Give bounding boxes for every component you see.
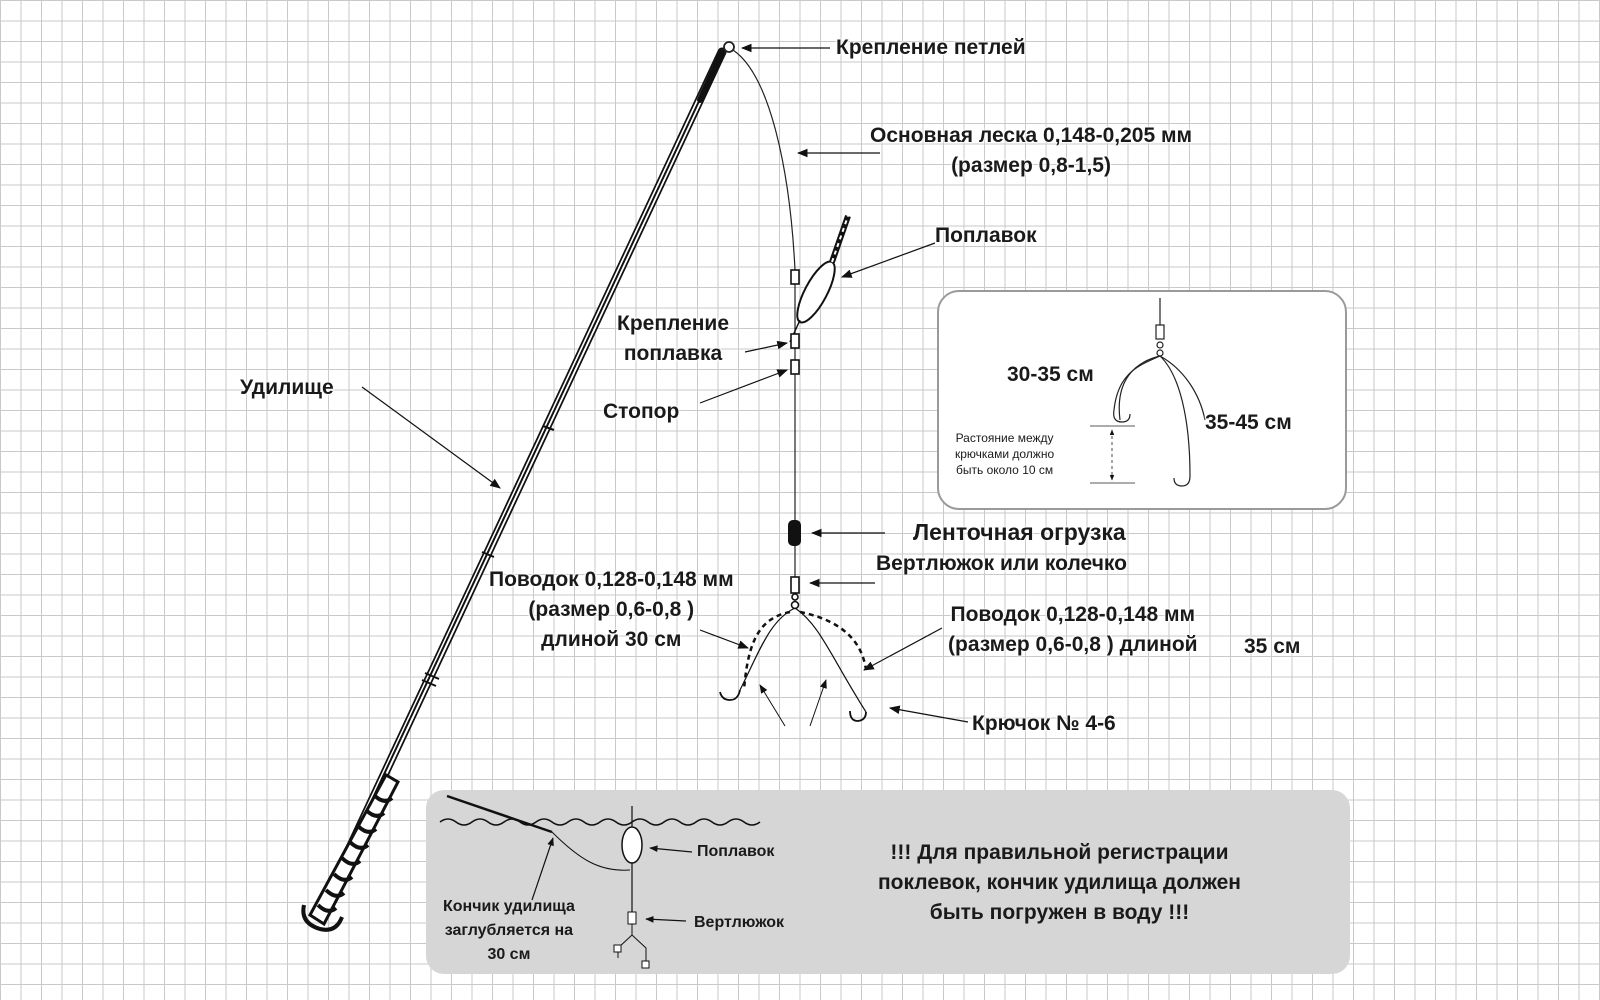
tip-submersion-notice: !!! Для правильной регистрации поклевок,…: [878, 838, 1241, 928]
hook-spacing-inset: [937, 290, 1347, 510]
float-attachment-label-line2: поплавка: [623, 342, 723, 365]
float-attachment-label-line1: Крепление: [617, 312, 730, 335]
swivel: [790, 576, 800, 610]
main-line-label-line2: (размер 0,8-1,5): [951, 154, 1111, 177]
swivel-label: Вертлюжок или колечко: [876, 552, 1127, 575]
hook-distance-note-line2: крючками должно: [955, 447, 1055, 461]
right-leader-label: Поводок 0,128-0,148 мм (размер 0,6-0,8 )…: [948, 600, 1198, 660]
float: [789, 215, 851, 343]
attachment-tubes: [790, 269, 800, 375]
left-hook-length-label: 30-35 см: [1007, 363, 1094, 386]
tape-weight: [788, 520, 801, 546]
tip-depth-label-line2: заглубляется на: [444, 922, 574, 939]
left-leader-label-line1: Поводок 0,128-0,148 мм: [489, 568, 734, 591]
right-leader-length-label: 35 см: [1244, 635, 1301, 658]
hook-distance-note-line3: быть около 10 см: [956, 463, 1054, 477]
tip-submersion-notice-line1: !!! Для правильной регистрации: [890, 841, 1229, 864]
fishing-rod: [301, 47, 727, 932]
left-leader-label-line3: длиной 30 см: [541, 628, 682, 651]
inset-swivel-label: Вертлюжок: [694, 914, 784, 931]
float-attachment-label: Крепление поплавка: [617, 309, 729, 369]
right-leader-label-line2: (размер 0,6-0,8 ) длиной: [948, 633, 1198, 656]
loop-attachment-label: Крепление петлей: [836, 36, 1026, 59]
left-leader-label: Поводок 0,128-0,148 мм (размер 0,6-0,8 )…: [489, 565, 734, 655]
underwater-tip-drawing: [439, 794, 761, 969]
tip-depth-label-line3: 30 см: [487, 946, 531, 963]
stopper-label: Стопор: [603, 400, 680, 423]
hook-label: Крючок № 4-6: [972, 712, 1116, 735]
right-hook-length-label: 35-45 см: [1205, 411, 1292, 434]
hook-distance-note-line1: Растояние между: [955, 431, 1054, 445]
main-line-label: Основная леска 0,148-0,205 мм (размер 0,…: [870, 121, 1192, 181]
right-leader-label-line1: Поводок 0,128-0,148 мм: [950, 603, 1196, 626]
hook-distance-note: Растояние между крючками должно быть око…: [955, 430, 1054, 478]
leaders-and-hooks: [719, 607, 868, 727]
inset-float-label: Поплавок: [697, 843, 775, 860]
tip-depth-label-line1: Кончик удилища: [443, 898, 575, 915]
left-leader-label-line2: (размер 0,6-0,8 ): [528, 598, 695, 621]
hook-spacing-drawing: [1090, 298, 1206, 487]
tip-depth-label: Кончик удилища заглубляется на 30 см: [443, 895, 575, 967]
tip-submersion-notice-line3: быть погружен в воду !!!: [929, 901, 1190, 924]
pointer-arrows: [361, 43, 969, 723]
float-label: Поплавок: [935, 224, 1037, 247]
tip-submersion-notice-line2: поклевок, кончик удилища должен: [878, 871, 1241, 894]
main-line: [723, 41, 796, 605]
main-line-label-line1: Основная леска 0,148-0,205 мм: [870, 124, 1193, 147]
rod-label: Удилище: [240, 376, 334, 399]
underwater-tip-inset: [426, 790, 1350, 974]
tape-weight-label: Ленточная огрузка: [913, 519, 1126, 545]
